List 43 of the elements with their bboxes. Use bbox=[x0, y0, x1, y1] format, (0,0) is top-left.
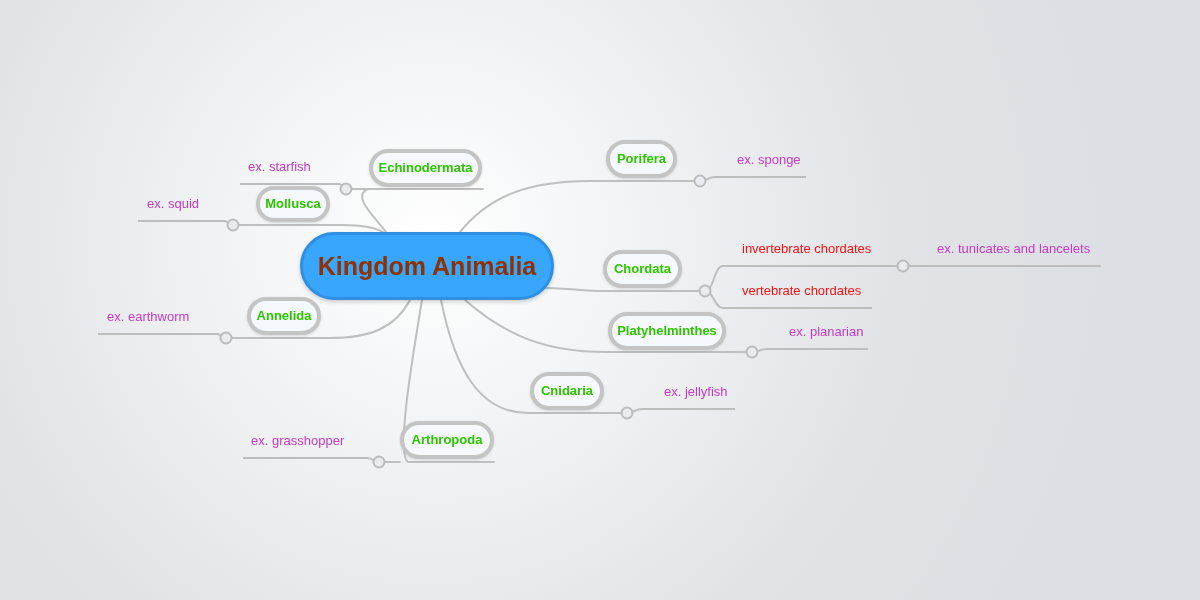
branch-connector bbox=[676, 176, 716, 182]
subtopic-label: ex. starfish bbox=[248, 159, 311, 175]
branch-connector bbox=[216, 333, 248, 339]
topic-label: Chordata bbox=[613, 261, 672, 277]
central-topic-label: Kingdom Animalia bbox=[317, 252, 537, 280]
branch-connector bbox=[402, 299, 495, 463]
branch-connector bbox=[366, 457, 401, 463]
subtopic-label: vertebrate chordates bbox=[742, 283, 862, 299]
central-topic-bubble bbox=[300, 232, 554, 300]
topic-bubble bbox=[247, 297, 321, 335]
subtopic-label: ex. grasshopper bbox=[251, 433, 345, 449]
topic-bubble bbox=[400, 421, 494, 459]
branch-connector bbox=[361, 188, 484, 233]
subtopic-label: ex. jellyfish bbox=[664, 384, 728, 400]
subtopic-label: ex. sponge bbox=[737, 152, 801, 168]
topic-bubble bbox=[603, 250, 682, 288]
subtopic-label: ex. planarian bbox=[789, 324, 864, 340]
subtopic-label: ex. squid bbox=[147, 196, 200, 212]
topic-label: Platyhelminthes bbox=[617, 323, 717, 339]
topic-label: Echinodermata bbox=[378, 160, 473, 176]
subtopic-label: ex. earthworm bbox=[107, 309, 190, 325]
branch-connector bbox=[223, 220, 257, 226]
subtopic-label: invertebrate chordates bbox=[742, 241, 872, 257]
branch-connector bbox=[464, 299, 727, 353]
topic-label: Arthropoda bbox=[411, 432, 483, 448]
branch-connector bbox=[545, 287, 683, 292]
branch-connector bbox=[892, 265, 915, 267]
topic-bubble bbox=[256, 186, 330, 222]
topic-label: Mollusca bbox=[265, 196, 321, 212]
branch-connector bbox=[603, 408, 643, 414]
branch-connector bbox=[246, 299, 411, 339]
branch-connector bbox=[459, 180, 678, 233]
branch-connector bbox=[255, 224, 384, 233]
topic-label: Annelida bbox=[256, 308, 312, 324]
branch-connector bbox=[725, 348, 768, 353]
topic-label: Porifera bbox=[616, 151, 667, 167]
topic-label: Cnidaria bbox=[541, 383, 593, 399]
branch-connector bbox=[338, 183, 370, 190]
topic-bubble bbox=[608, 312, 726, 350]
topic-bubble bbox=[369, 149, 482, 187]
subtopic-label: ex. tunicates and lancelets bbox=[937, 241, 1091, 257]
branch-connector bbox=[440, 299, 605, 414]
topic-bubble bbox=[530, 372, 604, 410]
